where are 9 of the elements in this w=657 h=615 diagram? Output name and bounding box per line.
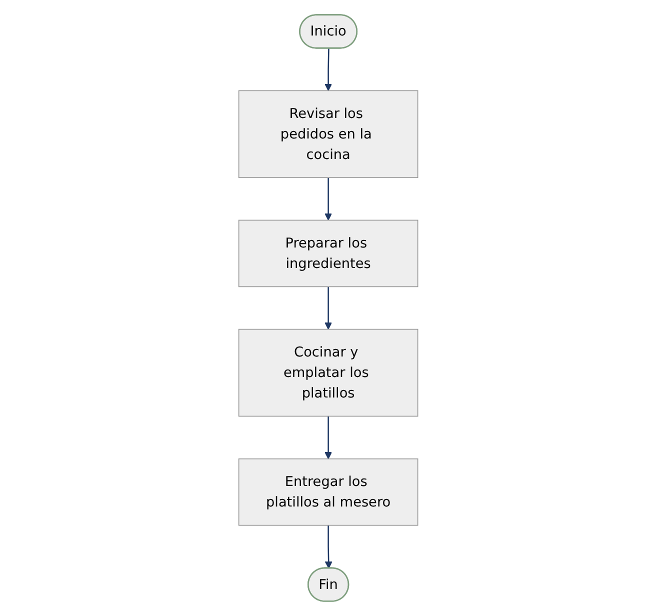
node-box: Cocinar y emplatar los platillos — [238, 328, 418, 416]
arrow — [324, 177, 332, 220]
arrow — [324, 48, 332, 90]
arrow — [325, 524, 333, 568]
arrow — [324, 416, 332, 459]
node-box: Entregar los platillos al mesero — [238, 458, 418, 526]
node-box: Preparar los ingredientes — [238, 219, 418, 287]
arrow — [324, 286, 332, 330]
node-box: Revisar los pedidos en la cocina — [238, 90, 418, 178]
